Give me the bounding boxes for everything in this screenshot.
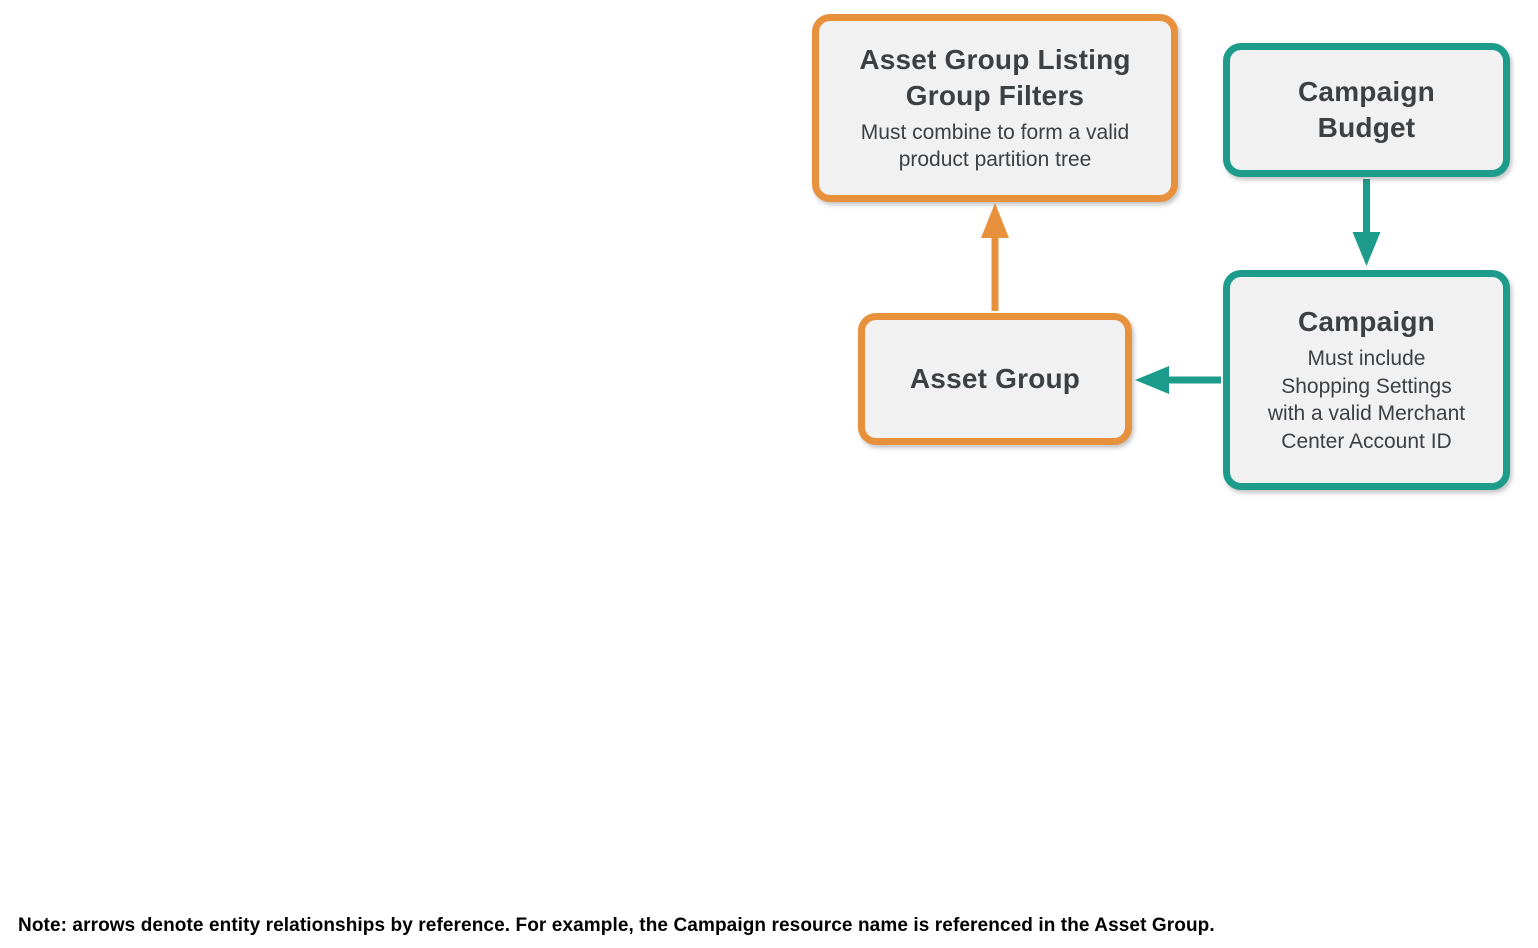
footnote: Note: arrows denote entity relationships… [18, 915, 1215, 936]
arrow-asset-group-to-listing-filters [981, 203, 1009, 311]
node-subtitle: Must combine to form a valid product par… [860, 120, 1130, 172]
node-title: Asset Group Listing Group Filters [859, 43, 1131, 111]
arrow-campaign-to-asset-group [1135, 366, 1221, 394]
node-title: Asset Group [909, 363, 1081, 395]
node-title: Campaign Budget [1298, 76, 1435, 143]
arrow-campaign-budget-to-campaign [1352, 179, 1381, 266]
node-asset-group: Asset Group [858, 313, 1132, 445]
node-title: Campaign [1298, 306, 1435, 338]
node-subtitle: Must include Shopping Settings with a va… [1267, 346, 1466, 454]
node-asset-group-listing-group-filters: Asset Group Listing Group Filters Must c… [812, 14, 1178, 202]
node-campaign: Campaign Must include Shopping Settings … [1223, 270, 1510, 490]
node-campaign-budget: Campaign Budget [1223, 43, 1510, 177]
